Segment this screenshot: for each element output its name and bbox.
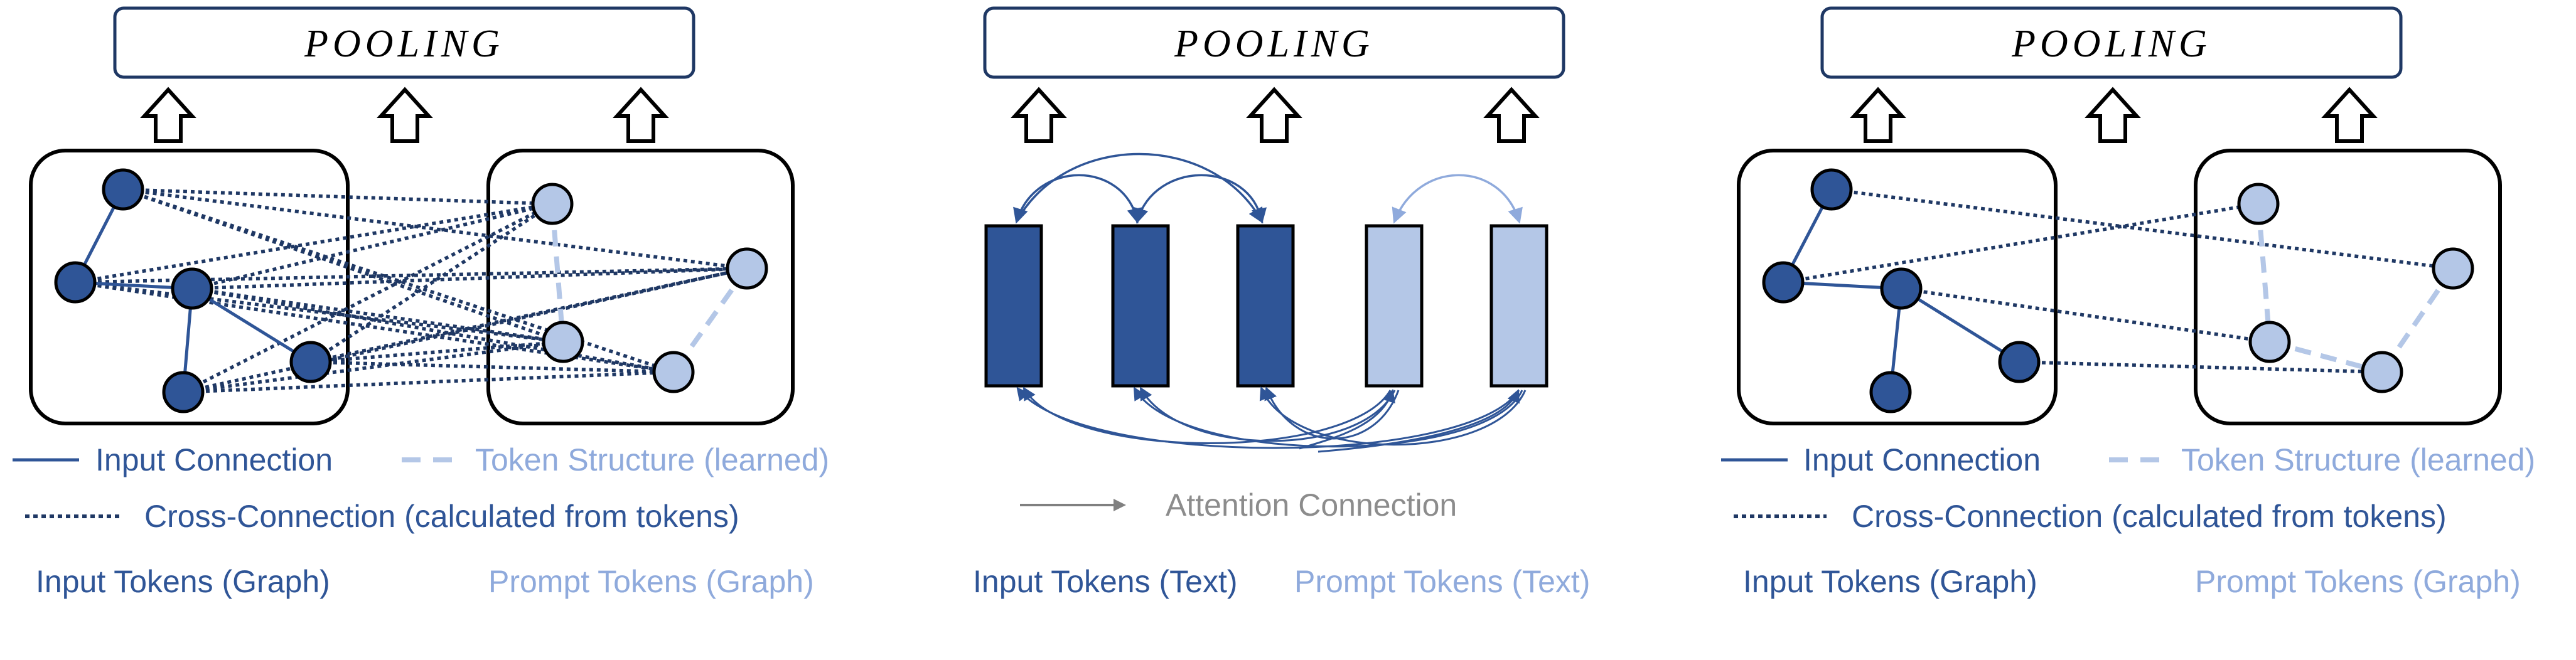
input-token-bar [1111,224,1170,388]
group-input-tokens: Input Tokens (Graph) [36,564,330,599]
pool-arrow-up-icon [1246,87,1302,143]
group-prompt-tokens: Prompt Tokens (Text) [1294,564,1590,599]
panel-graph-sparse: POOLING [1721,6,2535,599]
prompt-node [531,183,574,225]
prompt-token-nodes [2237,183,2474,393]
token-structure-edges [550,203,749,374]
input-node [1998,341,2041,383]
pooling-box: POOLING [1820,6,2403,79]
prompt-node [2248,321,2291,363]
pool-arrow-up-icon [2085,87,2141,143]
legend: Input Connection Token Structure (learne… [1721,442,2535,599]
input-node [102,168,144,211]
input-token-nodes [54,168,332,413]
pooling-label: POOLING [1174,23,1374,65]
group-prompt-tokens: Prompt Tokens (Graph) [488,564,814,599]
panel-text: POOLING [973,6,1590,599]
input-graph-box [29,149,350,425]
prompt-node [652,351,695,393]
pool-arrow-up-icon [613,87,669,143]
input-node [162,371,205,413]
legend-token-structure: Token Structure (learned) [475,442,829,477]
prompt-node [2432,247,2474,290]
input-token-nodes [1762,168,2041,413]
pool-arrow-up-icon [377,87,433,143]
group-input-tokens: Input Tokens (Text) [973,564,1238,599]
input-node [1880,267,1923,310]
legend-cross-connection: Cross-Connection (calculated from tokens… [144,499,739,534]
pool-arrow-up-icon [1011,87,1067,143]
prompt-token-bar [1365,224,1424,388]
prompt-graph-box [486,149,795,425]
prompt-node [2361,351,2403,393]
token-structure-edges [2256,203,2455,375]
input-node [171,267,213,310]
input-node [289,341,332,383]
prompt-token-nodes [531,183,768,393]
prompt-graph-box [2194,149,2502,425]
pooling-box: POOLING [113,6,695,79]
panel-graph-full: POOLING [13,6,829,599]
pool-arrow-up-icon [1850,87,1906,143]
legend-input-connection: Input Connection [1803,442,2041,477]
legend-attention-connection: Attention Connection [1166,487,1457,523]
input-token-bar [1236,224,1295,388]
input-node [1810,168,1853,211]
token-bars [984,224,1548,388]
attention-arcs-top [1013,152,1523,224]
prompt-node [2237,183,2280,225]
pool-arrow-up-icon [2321,87,2378,143]
pooling-label: POOLING [2011,23,2211,65]
prompt-token-bar [1489,224,1548,388]
attention-arcs-bottom [1016,386,1527,453]
pooling-box: POOLING [983,6,1565,79]
prompt-node [542,321,584,363]
pooling-label: POOLING [304,23,504,65]
legend-cross-connection: Cross-Connection (calculated from tokens… [1852,499,2447,534]
legend: Input Connection Token Structure (learne… [13,442,829,599]
pool-arrow-up-icon [140,87,196,143]
pool-arrow-up-icon [1483,87,1540,143]
legend-input-connection: Input Connection [95,442,333,477]
input-graph-box [1737,149,2058,425]
legend: Attention Connection Input Tokens (Text)… [973,487,1590,599]
cross-connection-edges [1783,188,2454,374]
group-input-tokens: Input Tokens (Graph) [1743,564,2037,599]
group-prompt-tokens: Prompt Tokens (Graph) [2195,564,2521,599]
input-node [1869,371,1912,413]
legend-token-structure: Token Structure (learned) [2181,442,2535,477]
prompt-node [726,247,768,290]
input-token-bar [984,224,1043,388]
input-node [1762,261,1805,304]
input-node [54,261,97,304]
